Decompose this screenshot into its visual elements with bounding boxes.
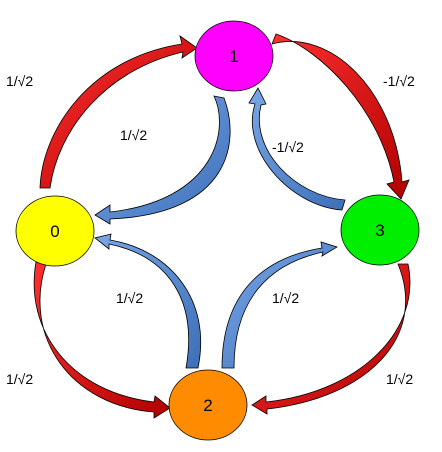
node-1-label: 1 <box>229 47 238 66</box>
node-0-label: 0 <box>50 222 59 241</box>
node-2-circle <box>168 369 248 441</box>
arrow-0-to-1 <box>39 35 198 189</box>
arrow-2-to-0 <box>94 233 202 369</box>
label-3-to-2: 1/√2 <box>386 371 413 387</box>
arrow-1-to-0 <box>94 95 231 225</box>
node-2: 2 <box>168 369 248 441</box>
node-1: 1 <box>194 20 274 92</box>
label-0-to-1: 1/√2 <box>6 73 33 89</box>
node-0-circle <box>15 195 95 267</box>
node-3: 3 <box>340 194 420 266</box>
node-3-label: 3 <box>375 221 384 240</box>
label-0-to-2: 1/√2 <box>6 371 33 387</box>
arrow-3-to-1 <box>248 87 346 211</box>
label-3-to-1: -1/√2 <box>272 139 304 155</box>
node-3-circle <box>340 194 420 266</box>
arrow-2-to-3 <box>221 241 338 369</box>
arrow-0-to-2 <box>33 261 171 419</box>
node-0: 0 <box>15 195 95 267</box>
arrow-3-to-2 <box>251 263 411 415</box>
node-2-label: 2 <box>203 396 212 415</box>
label-2-to-3: 1/√2 <box>272 290 299 306</box>
node-1-circle <box>194 20 274 92</box>
arrow-1-to-3 <box>271 33 410 200</box>
label-1-to-3: -1/√2 <box>383 73 415 89</box>
label-1-to-0: 1/√2 <box>120 127 147 143</box>
label-2-to-0: 1/√2 <box>116 290 143 306</box>
